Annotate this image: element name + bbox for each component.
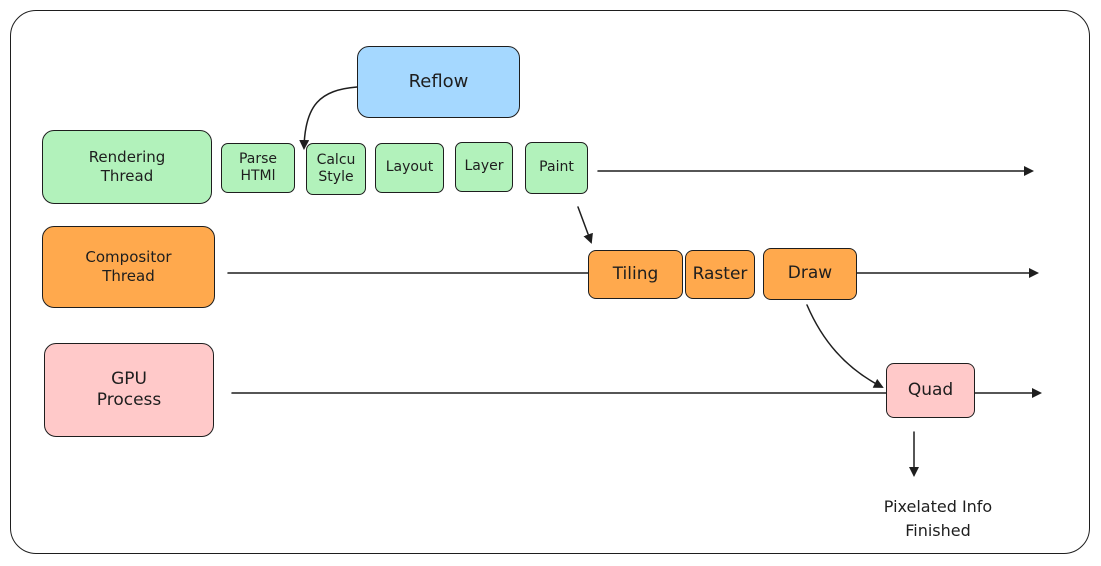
gpu-process-text: GPU Process bbox=[96, 368, 162, 410]
step-parse-html: Parse HTMl bbox=[221, 143, 295, 193]
step-tiling-label: Tiling bbox=[612, 263, 659, 284]
step-layout: Layout bbox=[375, 143, 444, 193]
step-layer: Layer bbox=[455, 142, 513, 192]
step-layout-label: Layout bbox=[385, 159, 434, 176]
step-paint: Paint bbox=[525, 142, 588, 194]
step-draw: Draw bbox=[763, 248, 857, 300]
rendering-thread-text: Rendering Thread bbox=[88, 148, 166, 185]
step-layer-label: Layer bbox=[464, 158, 504, 175]
compositor-thread-label: Compositor Thread bbox=[42, 226, 215, 308]
reflow-to-calcu-arrow bbox=[299, 86, 358, 150]
diagram-frame bbox=[10, 10, 1090, 554]
draw-to-quad-arrow bbox=[806, 304, 884, 388]
step-raster-label: Raster bbox=[692, 263, 748, 284]
step-parse-html-label: Parse HTMl bbox=[238, 150, 278, 185]
gpu-process-label: GPU Process bbox=[44, 343, 214, 437]
step-paint-label: Paint bbox=[539, 159, 574, 176]
reflow-label: Reflow bbox=[408, 70, 469, 92]
rendering-thread-label: Rendering Thread bbox=[42, 130, 212, 204]
step-calc-style: Calcu Style bbox=[306, 143, 366, 195]
step-quad-label: Quad bbox=[907, 379, 954, 400]
output-note: Pixelated Info Finished bbox=[883, 497, 993, 540]
step-draw-label: Draw bbox=[787, 263, 833, 284]
reflow-box: Reflow bbox=[357, 46, 520, 118]
step-quad: Quad bbox=[886, 363, 975, 418]
step-tiling: Tiling bbox=[588, 250, 683, 299]
step-raster: Raster bbox=[685, 250, 755, 299]
step-calc-style-label: Calcu Style bbox=[316, 151, 356, 186]
paint-to-tiling-arrow bbox=[577, 206, 593, 244]
compositor-thread-text: Compositor Thread bbox=[85, 248, 172, 285]
